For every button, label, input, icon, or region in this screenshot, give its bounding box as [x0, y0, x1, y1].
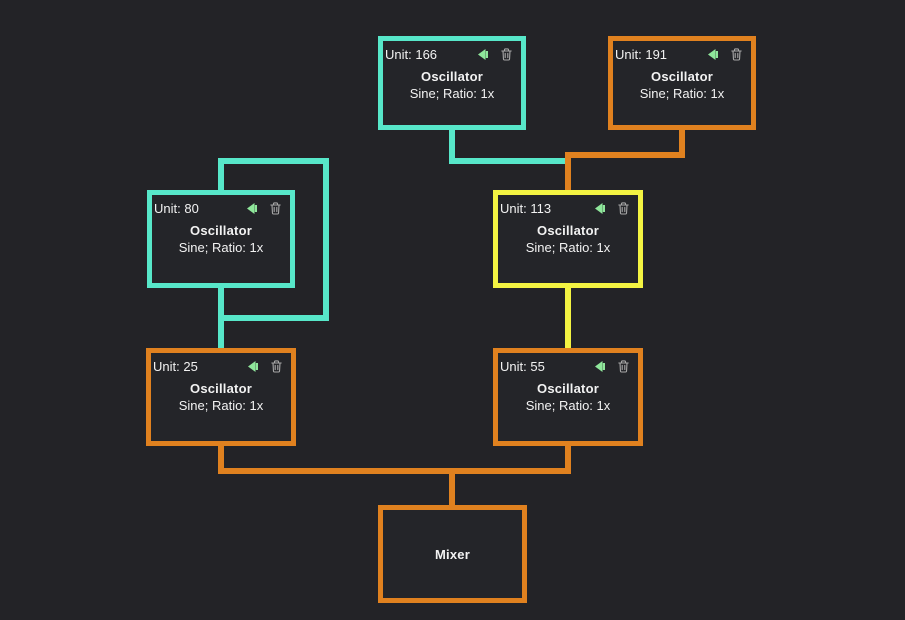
- node-header: Unit: 113: [500, 200, 631, 217]
- node-subtitle: Sine; Ratio: 1x: [178, 398, 264, 413]
- node-subtitle: Sine; Ratio: 1x: [525, 240, 611, 255]
- speaker-icon[interactable]: [245, 359, 260, 374]
- oscillator-node-25[interactable]: Unit: 25 Oscillator Sine; Ratio: 1x: [146, 348, 296, 446]
- trash-icon[interactable]: [269, 359, 284, 374]
- trash-icon[interactable]: [499, 47, 514, 62]
- node-subtitle: Sine; Ratio: 1x: [639, 86, 725, 101]
- wire-osc166-out-vertical: [449, 130, 455, 164]
- unit-label: Unit: 166: [385, 47, 438, 62]
- node-title: Oscillator: [421, 69, 483, 84]
- node-subtitle: Sine; Ratio: 1x: [525, 398, 611, 413]
- speaker-icon[interactable]: [244, 201, 259, 216]
- node-header: Unit: 25: [153, 358, 284, 375]
- mixer-node[interactable]: Mixer: [378, 505, 527, 603]
- unit-label: Unit: 80: [154, 201, 199, 216]
- node-title: Oscillator: [651, 69, 713, 84]
- node-header: Unit: 191: [615, 46, 744, 63]
- mixer-label-wrap: Mixer: [383, 510, 522, 598]
- unit-label: Unit: 113: [500, 201, 552, 216]
- wire-osc166-horizontal: [449, 158, 570, 164]
- oscillator-node-55[interactable]: Unit: 55 Oscillator Sine; Ratio: 1x: [493, 348, 643, 446]
- unit-label: Unit: 25: [153, 359, 198, 374]
- node-actions: [705, 47, 744, 62]
- trash-icon[interactable]: [616, 201, 631, 216]
- oscillator-node-166[interactable]: Unit: 166 Oscillator Sine; Ratio: 1x: [378, 36, 526, 130]
- node-subtitle: Sine; Ratio: 1x: [409, 86, 495, 101]
- wire-into-osc113-vertical: [565, 152, 571, 191]
- wire-into-mixer-vertical: [449, 468, 455, 505]
- speaker-icon[interactable]: [592, 201, 607, 216]
- wire-osc55-out-vertical: [565, 446, 571, 474]
- node-actions: [244, 201, 283, 216]
- speaker-icon[interactable]: [705, 47, 720, 62]
- wire-osc80-loop-left-vertical: [218, 158, 224, 191]
- oscillator-node-191[interactable]: Unit: 191 Oscillator Sine; Ratio: 1x: [608, 36, 756, 130]
- wire-osc191-out-vertical: [679, 130, 685, 158]
- wire-osc80-loop-top-horizontal: [218, 158, 329, 164]
- node-title: Oscillator: [537, 223, 599, 238]
- node-title: Oscillator: [190, 381, 252, 396]
- node-header: Unit: 80: [154, 200, 283, 217]
- oscillator-node-80[interactable]: Unit: 80 Oscillator Sine; Ratio: 1x: [147, 190, 295, 288]
- wire-osc191-horizontal: [565, 152, 685, 158]
- unit-label: Unit: 191: [615, 47, 668, 62]
- mixer-title: Mixer: [435, 546, 470, 562]
- trash-icon[interactable]: [616, 359, 631, 374]
- node-header: Unit: 55: [500, 358, 631, 375]
- trash-icon[interactable]: [268, 201, 283, 216]
- node-actions: [592, 201, 631, 216]
- wire-osc80-loop-right-vertical: [323, 158, 329, 321]
- node-subtitle: Sine; Ratio: 1x: [178, 240, 264, 255]
- speaker-icon[interactable]: [475, 47, 490, 62]
- wire-osc80-loop-bottom-horizontal: [218, 315, 329, 321]
- node-header: Unit: 166: [385, 46, 514, 63]
- node-title: Oscillator: [190, 223, 252, 238]
- wire-osc80-to-osc25-vertical: [218, 288, 224, 348]
- node-actions: [245, 359, 284, 374]
- wire-osc113-to-osc55-vertical: [565, 288, 571, 348]
- trash-icon[interactable]: [729, 47, 744, 62]
- unit-label: Unit: 55: [500, 359, 545, 374]
- node-actions: [475, 47, 514, 62]
- oscillator-node-113[interactable]: Unit: 113 Oscillator Sine; Ratio: 1x: [493, 190, 643, 288]
- node-title: Oscillator: [537, 381, 599, 396]
- speaker-icon[interactable]: [592, 359, 607, 374]
- wire-osc25-out-vertical: [218, 446, 224, 474]
- node-actions: [592, 359, 631, 374]
- wire-mixer-bus-horizontal: [218, 468, 571, 474]
